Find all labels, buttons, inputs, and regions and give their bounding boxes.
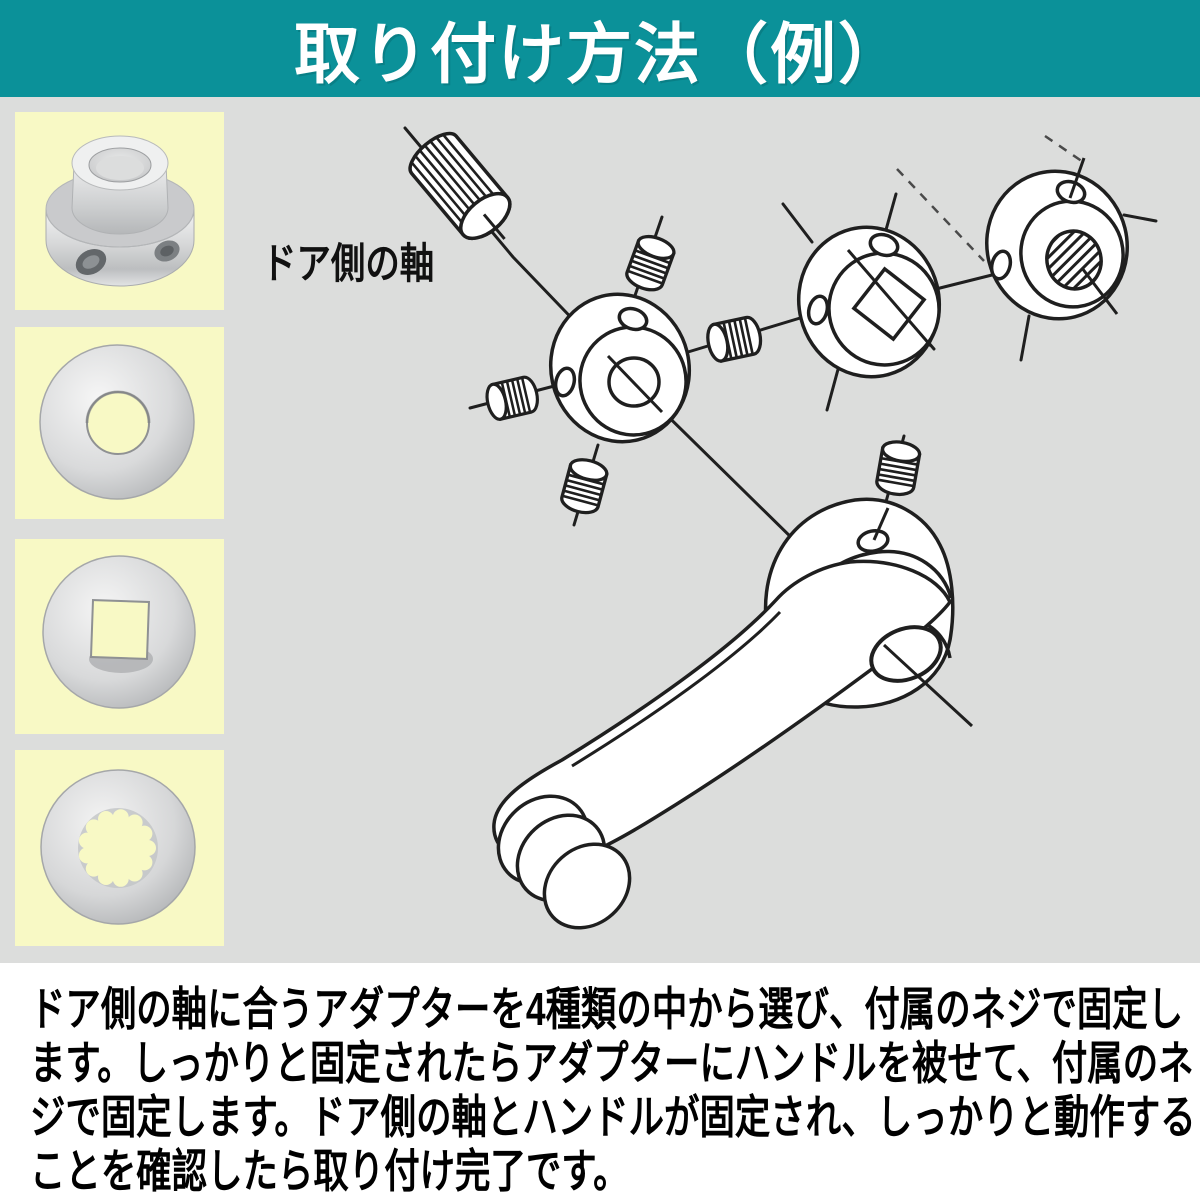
- photo-tile-2: [15, 327, 224, 519]
- splined-hole: [78, 809, 156, 887]
- door-shaft-knurled: [408, 131, 512, 241]
- title-banner: 取り付け方法（例）: [0, 0, 1200, 97]
- exploded-assembly-diagram: [403, 126, 1158, 930]
- set-screw-4: [703, 313, 766, 365]
- photo-tile-3: [15, 539, 224, 734]
- set-screw-2: [482, 373, 543, 423]
- washer-splined-hole-photo: [40, 769, 196, 925]
- photo-tile-1: [15, 112, 224, 310]
- door-shaft-label: ドア側の軸: [262, 240, 435, 287]
- adapter-ring-square-hole: [796, 225, 942, 379]
- instructions-line-3: ジで固定します。ドア側の軸とハンドルが固定され、しっかりと動作する: [30, 1091, 1196, 1143]
- adapter-ring-splined-hole: [985, 157, 1129, 321]
- washer-square-hole-photo: [42, 555, 196, 709]
- photo-tile-4: [15, 750, 224, 946]
- set-screw-3: [557, 454, 611, 518]
- instructions-paragraph: ドア側の軸に合うアダプターを4種類の中から選び、付属のネジで固定し ます。しっか…: [30, 982, 1196, 1198]
- instructions-line-2: ます。しっかりと固定されたらアダプターにハンドルを被せて、付属のネ: [30, 1037, 1194, 1089]
- window-crank-handle: [492, 497, 974, 930]
- adapter-ring-round-hole: [548, 292, 692, 444]
- boss-screw-hole: [856, 528, 890, 554]
- adapter-round-hole-boss-photo: [45, 135, 195, 287]
- set-screw-5: [873, 437, 923, 499]
- handle-shaft-hole: [869, 625, 943, 683]
- set-screw-1: [622, 230, 679, 296]
- washer-round-hole-photo: [39, 344, 195, 500]
- page-title: 取り付け方法（例）: [294, 16, 906, 91]
- handle-arm: [492, 559, 953, 866]
- dashed-axis-lines: [896, 134, 1087, 262]
- instructions-line-1: ドア側の軸に合うアダプターを4種類の中から選び、付属のネジで固定し: [30, 983, 1184, 1035]
- instructions-line-4: ことを確認したら取り付け完了です。: [30, 1145, 629, 1197]
